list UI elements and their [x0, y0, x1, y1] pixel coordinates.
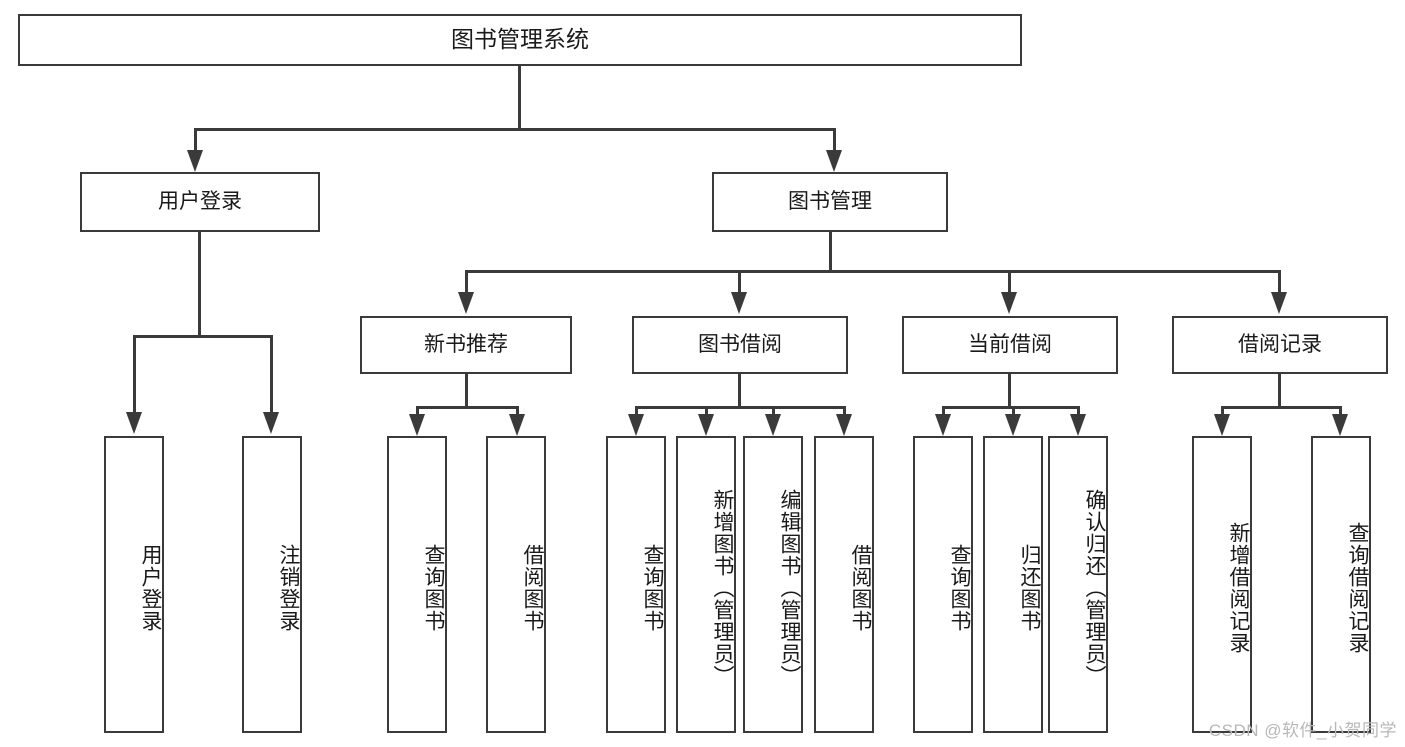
- connector-currentborrow-c2: [1012, 406, 1015, 418]
- leaf-query-borrow-record[interactable]: 查询借阅记录: [1311, 436, 1371, 733]
- node-current-borrow[interactable]: 当前借阅: [902, 316, 1118, 374]
- leaf-confirm-return-admin[interactable]: 确认归还（管理员）: [1048, 436, 1108, 733]
- connector-currentborrow-c3: [1077, 406, 1080, 418]
- leaf-logout[interactable]: 注销登录: [242, 436, 302, 733]
- node-new-book-recommend[interactable]: 新书推荐: [360, 316, 572, 374]
- node-label: 编辑图书（管理员）: [778, 488, 801, 687]
- arrow-down-icon: [731, 292, 747, 314]
- connector-borrowrecord-c2: [1339, 406, 1342, 418]
- node-label: 新增图书（管理员）: [711, 488, 734, 687]
- arrow-down-icon: [826, 150, 842, 172]
- connector-to-borrow-record: [1278, 270, 1281, 294]
- connector-level3-bar: [465, 270, 1281, 273]
- node-label: 新书推荐: [424, 333, 508, 357]
- node-book-management[interactable]: 图书管理: [712, 172, 948, 232]
- leaf-borrow-book[interactable]: 借阅图书: [814, 436, 874, 733]
- node-label: 借阅图书: [849, 543, 872, 632]
- arrow-down-icon: [263, 412, 279, 434]
- connector-userlogin-bar: [133, 335, 272, 338]
- node-label: 查询图书: [422, 543, 445, 632]
- leaf-query-book-recommend[interactable]: 查询图书: [387, 436, 447, 733]
- node-book-borrow[interactable]: 图书借阅: [632, 316, 848, 374]
- arrow-down-icon: [836, 414, 852, 436]
- arrow-down-icon: [935, 414, 951, 436]
- connector-root-to-user-login: [194, 128, 197, 152]
- arrow-down-icon: [1332, 414, 1348, 436]
- node-label: 图书管理系统: [451, 26, 589, 53]
- arrow-down-icon: [126, 412, 142, 434]
- leaf-user-login[interactable]: 用户登录: [104, 436, 164, 733]
- leaf-query-book-borrow[interactable]: 查询图书: [606, 436, 666, 733]
- connector-currentborrow-stem: [1008, 374, 1011, 406]
- connector-bookborrow-c2: [705, 406, 708, 418]
- node-label: 注销登录: [277, 543, 300, 632]
- node-label: 查询借阅记录: [1346, 521, 1369, 654]
- node-label: 图书借阅: [698, 333, 782, 357]
- connector-currentborrow-bar: [942, 406, 1079, 409]
- connector-borrowrecord-c1: [1221, 406, 1224, 418]
- connector-newbook-c2: [516, 406, 519, 418]
- connector-bookborrow-bar: [635, 406, 846, 409]
- node-label: 查询图书: [948, 543, 971, 632]
- node-label: 新增借阅记录: [1227, 521, 1250, 654]
- connector-bookborrow-c4: [843, 406, 846, 418]
- leaf-query-book-current[interactable]: 查询图书: [913, 436, 973, 733]
- connector-to-new-book: [465, 270, 468, 294]
- connector-newbook-stem: [465, 374, 468, 406]
- arrow-down-icon: [458, 292, 474, 314]
- connector-newbook-bar: [416, 406, 519, 409]
- connector-currentborrow-c1: [942, 406, 945, 418]
- connector-root-to-book-manage: [833, 128, 836, 152]
- arrow-down-icon: [698, 414, 714, 436]
- connector-borrowrecord-stem: [1278, 374, 1281, 406]
- node-label: 当前借阅: [968, 333, 1052, 357]
- connector-bookborrow-stem: [738, 374, 741, 406]
- arrow-down-icon: [187, 150, 203, 172]
- arrow-down-icon: [509, 414, 525, 436]
- connector-borrowrecord-bar: [1221, 406, 1342, 409]
- node-label: 借阅记录: [1238, 333, 1322, 357]
- arrow-down-icon: [1070, 414, 1086, 436]
- connector-to-current-borrow: [1008, 270, 1011, 294]
- leaf-borrow-book-recommend[interactable]: 借阅图书: [486, 436, 546, 733]
- node-user-login[interactable]: 用户登录: [80, 172, 320, 232]
- connector-to-book-borrow: [738, 270, 741, 294]
- leaf-edit-book-admin[interactable]: 编辑图书（管理员）: [743, 436, 803, 733]
- watermark-text: CSDN @软件_小贺同学: [1208, 721, 1397, 740]
- node-label: 确认归还（管理员）: [1083, 488, 1106, 687]
- node-borrow-record[interactable]: 借阅记录: [1172, 316, 1388, 374]
- arrow-down-icon: [1271, 292, 1287, 314]
- arrow-down-icon: [1214, 414, 1230, 436]
- node-root-system[interactable]: 图书管理系统: [18, 14, 1022, 66]
- node-label: 归还图书: [1018, 543, 1041, 632]
- connector-userlogin-right: [270, 335, 273, 414]
- arrow-down-icon: [628, 414, 644, 436]
- leaf-add-book-admin[interactable]: 新增图书（管理员）: [676, 436, 736, 733]
- connector-bookborrow-c1: [635, 406, 638, 418]
- arrow-down-icon: [1005, 414, 1021, 436]
- node-label: 图书管理: [788, 190, 872, 214]
- leaf-return-book[interactable]: 归还图书: [983, 436, 1043, 733]
- arrow-down-icon: [765, 414, 781, 436]
- connector-bookborrow-c3: [772, 406, 775, 418]
- connector-userlogin-left: [133, 335, 136, 414]
- node-label: 借阅图书: [521, 543, 544, 632]
- connector-root-stem: [518, 66, 521, 128]
- node-label: 查询图书: [641, 543, 664, 632]
- connector-root-bar: [194, 128, 836, 131]
- connector-userlogin-stem: [198, 232, 201, 335]
- connector-newbook-c1: [416, 406, 419, 418]
- arrow-down-icon: [409, 414, 425, 436]
- leaf-add-borrow-record[interactable]: 新增借阅记录: [1192, 436, 1252, 733]
- node-label: 用户登录: [158, 190, 242, 214]
- node-label: 用户登录: [139, 543, 162, 632]
- arrow-down-icon: [1001, 292, 1017, 314]
- connector-bookmanage-stem: [829, 232, 832, 270]
